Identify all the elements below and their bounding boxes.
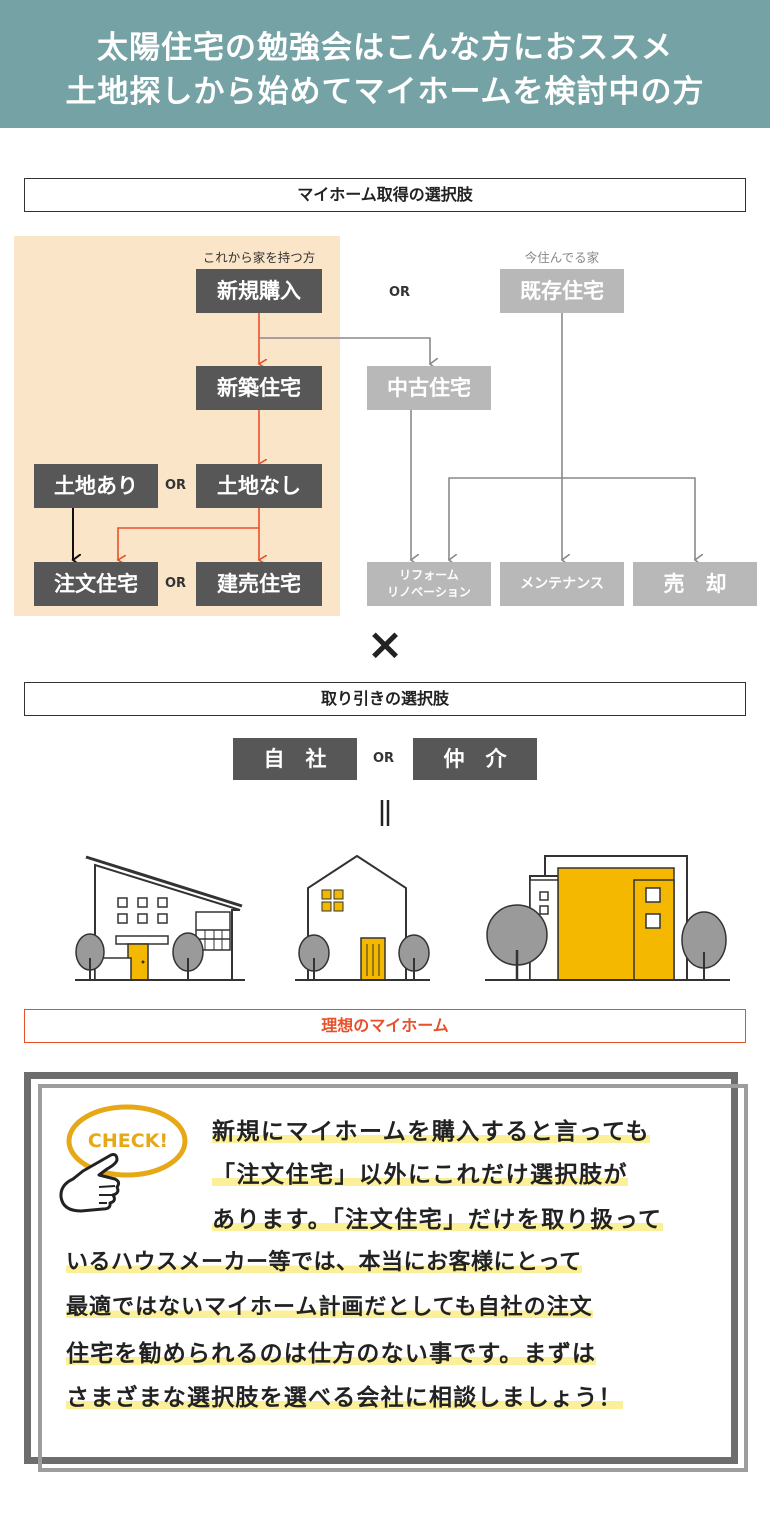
check-line-6: 住宅を勧められるのは仕方のない事です。まずは <box>66 1334 597 1368</box>
or-label-land: OR <box>165 478 187 493</box>
check-badge-icon <box>59 1104 188 1213</box>
check-box-shadow <box>38 1084 748 1472</box>
check-badge-text: CHECK! <box>87 1130 169 1152</box>
box-sell: 売 却 <box>633 562 757 606</box>
times-symbol: × <box>366 619 404 670</box>
box-new-purchase: 新規購入 <box>196 269 322 313</box>
check-line-4-text: いるハウスメーカー等では、本当にお客様にとって <box>66 1250 582 1275</box>
house-gable-roof <box>295 854 430 981</box>
ideal-home-label: 理想のマイホーム <box>24 1009 746 1043</box>
or-label-house: OR <box>165 576 187 591</box>
box-reform-renovation: リフォーム リノベーション <box>367 562 491 606</box>
box-ready-built: 建売住宅 <box>196 562 322 606</box>
caption-new-owner: これから家を持つ方 <box>202 250 316 265</box>
check-line-1: 新規にマイホームを購入すると言っても <box>212 1112 651 1146</box>
header-line-2: 土地探しから始めてマイホームを検討中の方 <box>65 74 705 110</box>
box-agency: 仲 介 <box>413 738 537 780</box>
box-used-house: 中古住宅 <box>367 366 491 410</box>
or-label-deal: OR <box>373 751 395 766</box>
box-maintenance: メンテナンス <box>500 562 624 606</box>
header-line-1: 太陽住宅の勉強会はこんな方におススメ <box>97 30 673 66</box>
box-without-land: 土地なし <box>196 464 322 508</box>
section-title-deal: 取り引きの選択肢 <box>24 682 746 716</box>
caption-current-home: 今住んでる家 <box>524 250 600 265</box>
box-existing-house: 既存住宅 <box>500 269 624 313</box>
house-flat-roof <box>485 855 730 981</box>
check-line-5: 最適ではないマイホーム計画だとしても自社の注文 <box>66 1289 593 1321</box>
header-banner: 太陽住宅の勉強会はこんな方におススメ 土地探しから始めてマイホームを検討中の方 <box>0 0 770 128</box>
or-label-top: OR <box>389 285 411 300</box>
check-line-7: さまざまな選択肢を選べる会社に相談しましょう！ <box>66 1378 623 1412</box>
check-line-1-text: 新規にマイホームを購入すると言っても <box>212 1119 651 1145</box>
renovation-label: リノベーション <box>387 585 471 599</box>
check-line-7-text: さまざまな選択肢を選べる会社に相談しましょう！ <box>66 1385 623 1411</box>
box-new-build: 新築住宅 <box>196 366 322 410</box>
check-line-2-text: 「注文住宅」以外にこれだけ選択肢が <box>212 1162 629 1188</box>
check-line-3-text: あります。「注文住宅」だけを取り扱って <box>212 1207 663 1233</box>
box-with-land: 土地あり <box>34 464 158 508</box>
houses-illustration <box>75 854 730 981</box>
house-slanted-roof <box>75 855 245 981</box>
box-custom-house: 注文住宅 <box>34 562 158 606</box>
section-title-options: マイホーム取得の選択肢 <box>24 178 746 212</box>
check-line-6-text: 住宅を勧められるのは仕方のない事です。まずは <box>66 1341 597 1367</box>
box-self-company: 自 社 <box>233 738 357 780</box>
check-line-5-text: 最適ではないマイホーム計画だとしても自社の注文 <box>66 1295 593 1320</box>
check-line-2: 「注文住宅」以外にこれだけ選択肢が <box>212 1155 629 1189</box>
check-line-3: あります。「注文住宅」だけを取り扱って <box>212 1200 663 1234</box>
equals-symbol <box>380 800 390 826</box>
reform-label: リフォーム <box>399 568 459 582</box>
check-line-4: いるハウスメーカー等では、本当にお客様にとって <box>66 1244 582 1276</box>
